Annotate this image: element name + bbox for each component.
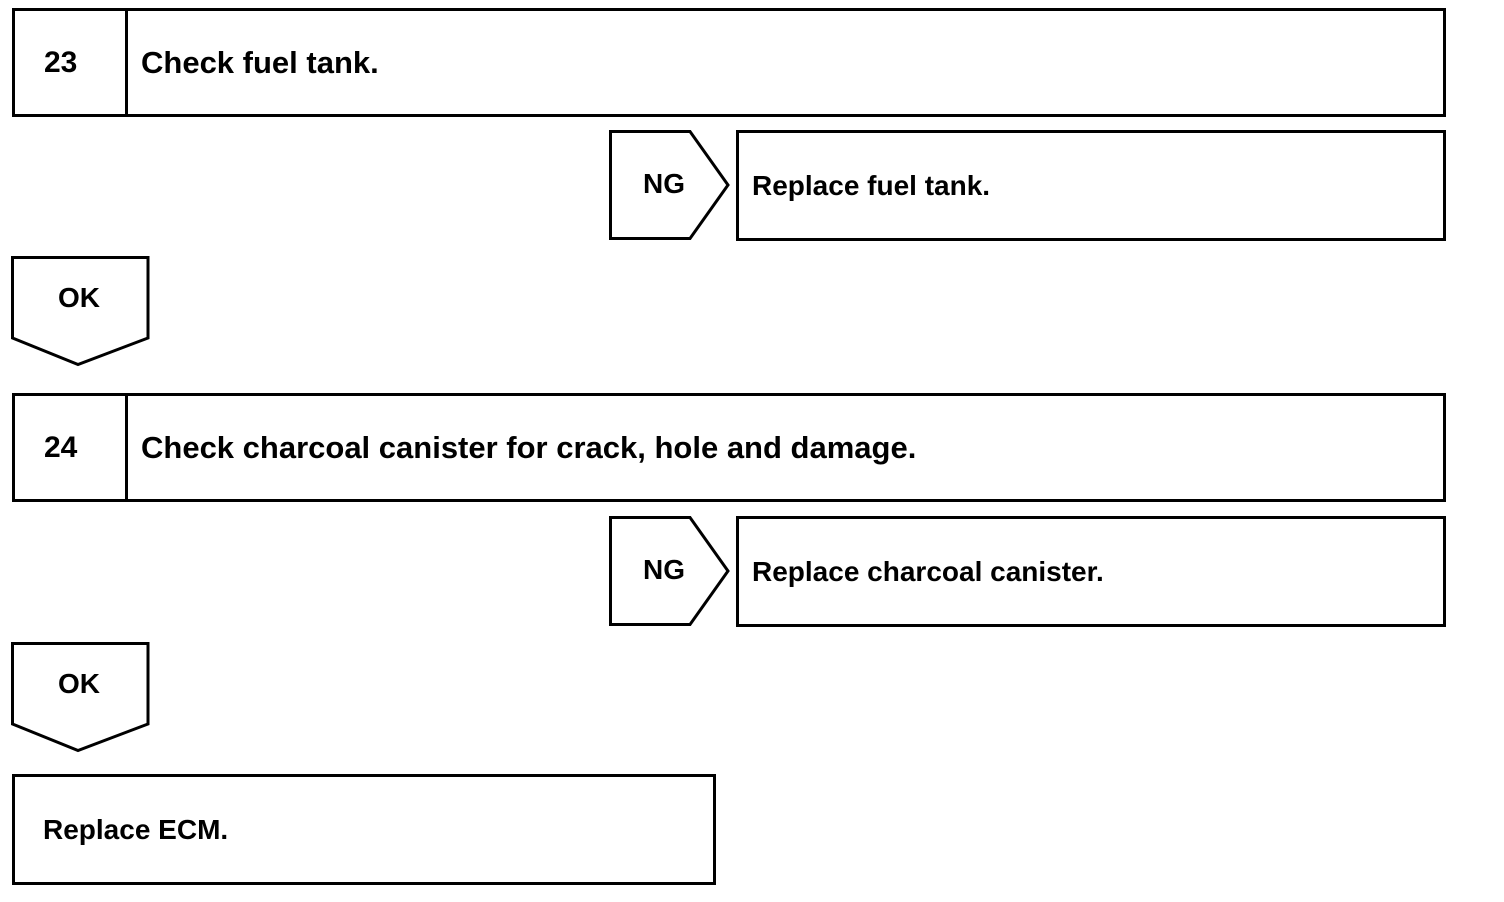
ng-label: NG (643, 168, 685, 199)
step-23-box: 23 Check fuel tank. (12, 8, 1446, 117)
ng-arrow-shape (609, 130, 730, 240)
ng-arrow-shape (609, 516, 730, 626)
ng-action-box: Replace fuel tank. (736, 130, 1446, 241)
ng-action-box: Replace charcoal canister. (736, 516, 1446, 627)
ok-label: OK (58, 668, 100, 699)
ok-label: OK (58, 282, 100, 313)
step-check-text: Check fuel tank. (141, 44, 379, 80)
ok-arrow-shape (11, 256, 150, 367)
ok-arrow-shape (11, 642, 150, 753)
step-number: 23 (15, 11, 128, 114)
ng-label: NG (643, 554, 685, 585)
step-number: 24 (15, 396, 128, 499)
step-24-box: 24 Check charcoal canister for crack, ho… (12, 393, 1446, 502)
step-check-text: Check charcoal canister for crack, hole … (141, 429, 917, 465)
final-action-box: Replace ECM. (12, 774, 716, 885)
